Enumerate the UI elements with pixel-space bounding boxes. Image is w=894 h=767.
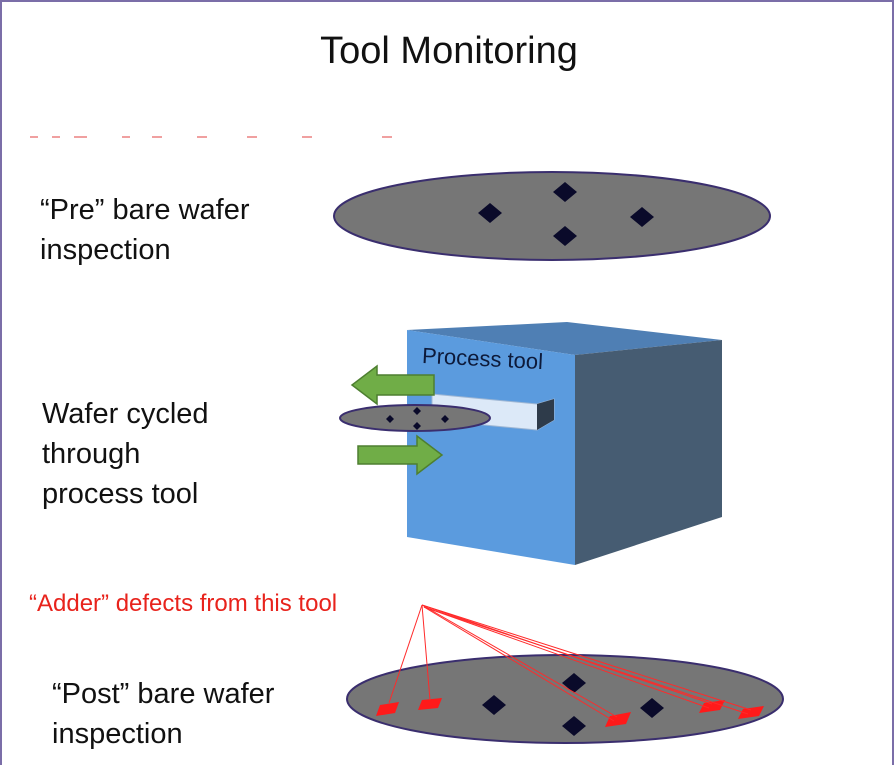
tool-side-face [575, 340, 722, 565]
defect-marker [553, 182, 577, 202]
defect-marker [562, 673, 586, 693]
left-arrow-icon [350, 364, 435, 406]
wafer-cycled-label: Wafer cycled through process tool [42, 398, 209, 510]
adder-defect-marker [605, 712, 631, 727]
defect-marker [553, 226, 577, 246]
defect-marker [640, 698, 664, 718]
defect-marker [413, 422, 421, 430]
post-inspection-label: “Post” bare wafer inspection [52, 678, 275, 750]
defect-marker [441, 415, 449, 423]
defect-marker [630, 207, 654, 227]
right-arrow-icon [357, 434, 444, 476]
adder-defect-marker [418, 698, 442, 710]
post-wafer [346, 654, 784, 744]
defect-marker [478, 203, 502, 223]
defect-marker [386, 415, 394, 423]
process-tool-box [407, 322, 722, 565]
adder-defect-marker [699, 700, 725, 713]
defect-marker [413, 407, 421, 415]
pre-inspection-label: “Pre” bare wafer inspection [40, 194, 250, 266]
tool-top-face [407, 322, 722, 355]
defect-marker [482, 695, 506, 715]
adder-defect-marker [376, 702, 399, 716]
adder-defects-label: “Adder” defects from this tool [29, 590, 338, 617]
cycling-wafer [339, 404, 491, 432]
adder-callout-lines [388, 604, 752, 722]
adder-defect-marker [738, 706, 764, 719]
defect-marker [562, 716, 586, 736]
slide-title: Tool Monitoring [320, 30, 578, 72]
tool-front-face [407, 330, 575, 565]
pre-wafer [333, 171, 771, 261]
